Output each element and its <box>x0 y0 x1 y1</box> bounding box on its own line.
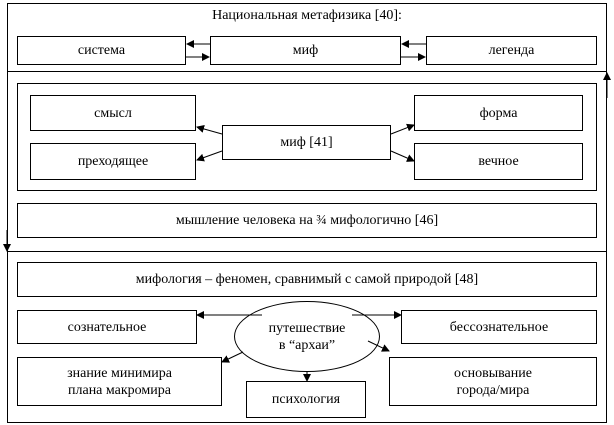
legend-label: легенда <box>488 43 535 58</box>
conscious-label: сознательное <box>67 319 147 335</box>
eternal-box: вечное <box>414 143 583 180</box>
myth-center-label: миф [41] <box>280 135 333 150</box>
thinking-label: мышление человека на ¾ мифологично [46] <box>175 213 439 228</box>
journey-label: путешествие в “архаи” <box>268 320 346 353</box>
knowledge-box: знание минимира плана макромира <box>17 357 222 406</box>
form-box: форма <box>414 95 583 131</box>
transient-label: преходящее <box>77 154 149 169</box>
unconscious-box: бессознательное <box>401 310 597 344</box>
unconscious-label: бессознательное <box>449 319 549 335</box>
knowledge-label: знание минимира плана макромира <box>67 365 172 398</box>
meaning-label: смысл <box>94 105 132 121</box>
transient-box: преходящее <box>30 143 196 180</box>
mythology-label: мифология – феномен, сравнимый с самой п… <box>135 272 479 287</box>
psychology-label: психология <box>271 392 341 407</box>
conscious-box: сознательное <box>17 310 197 344</box>
metaphysics-title: Национальная метафизика [40]: <box>212 8 402 23</box>
mythology-box: мифология – феномен, сравнимый с самой п… <box>17 262 597 297</box>
psychology-box: психология <box>246 381 366 418</box>
system-label: система <box>77 43 126 58</box>
system-box: система <box>17 36 186 65</box>
myth-top-label: миф <box>292 43 319 58</box>
myth-box-top: миф <box>210 36 401 65</box>
founding-label: основывание города/мира <box>454 365 532 398</box>
legend-box: легенда <box>426 36 597 65</box>
eternal-label: вечное <box>478 154 519 169</box>
thinking-box: мышление человека на ¾ мифологично [46] <box>17 203 597 238</box>
meaning-box: смысл <box>30 95 196 131</box>
founding-box: основывание города/мира <box>389 357 597 406</box>
myth-center-box: миф [41] <box>222 125 391 160</box>
form-label: форма <box>479 105 518 121</box>
journey-ellipse: путешествие в “архаи” <box>234 301 380 372</box>
